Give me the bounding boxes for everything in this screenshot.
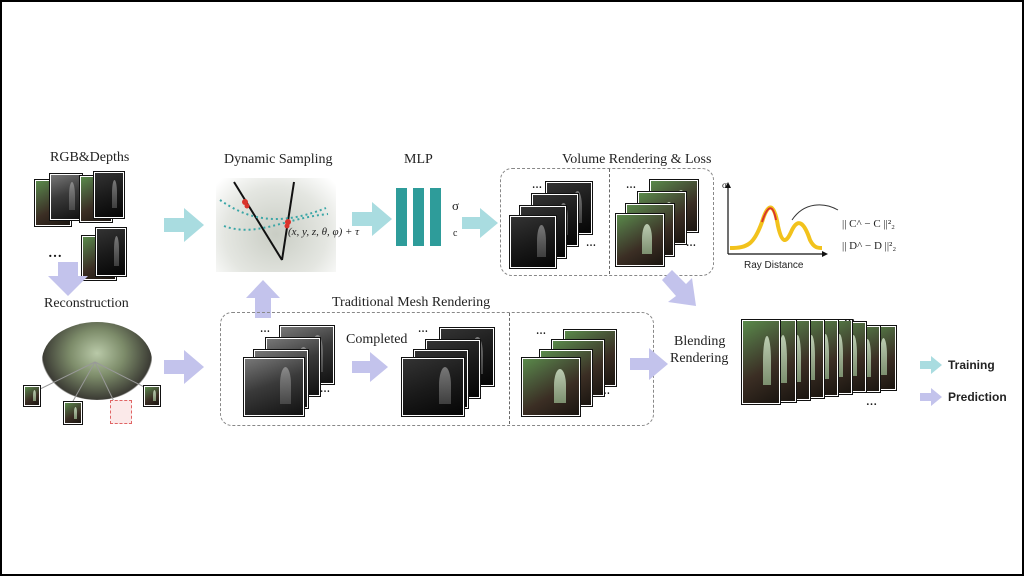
completed-label: Completed: [346, 332, 408, 347]
depth-loss: || D^ − D ||²₂: [842, 240, 897, 252]
volume-box-divider: [609, 169, 610, 274]
ray-distance-label: Ray Distance: [744, 260, 804, 271]
ellipsis: …: [626, 180, 637, 191]
prediction-arrow-right: [164, 350, 204, 384]
ellipsis: …: [686, 238, 697, 249]
camera-thumb: [24, 386, 40, 406]
training-arrow-right: [164, 208, 204, 242]
output-frame: [742, 320, 780, 404]
depth-frame: [94, 172, 124, 218]
ellipsis: …: [418, 324, 429, 335]
depth-frame: [50, 174, 82, 220]
rgb-frame: [522, 358, 580, 416]
legend-prediction-arrow: [920, 388, 942, 406]
training-arrow-right: [352, 202, 392, 236]
novel-view-thumb: [110, 400, 132, 424]
ellipsis-left: …: [48, 246, 63, 261]
loss-connector: [791, 204, 839, 221]
density-plot: [725, 182, 828, 257]
blending-label: Blending: [674, 334, 726, 349]
reconstruction-label: Reconstruction: [44, 296, 129, 311]
camera-rays: [29, 361, 159, 415]
plot-sigma-label: σ: [722, 180, 727, 190]
legend-training-label: Training: [948, 358, 995, 372]
rgb-depths-label: RGB&Depths: [50, 150, 130, 165]
ellipsis: …: [844, 312, 856, 324]
legend-prediction-label: Prediction: [948, 390, 1007, 404]
training-arrow-right: [462, 208, 498, 238]
camera-thumb: [144, 386, 160, 406]
prediction-arrow-right: [352, 352, 388, 382]
camera-thumb: [64, 402, 82, 424]
sigma-output: σ: [452, 198, 460, 213]
mlp-layer: [396, 188, 407, 246]
ellipsis: …: [532, 180, 543, 191]
prediction-arrow-down: [48, 262, 88, 296]
rendering-label: Rendering: [670, 351, 729, 366]
mlp-layer: [430, 188, 441, 246]
ellipsis: …: [600, 386, 611, 397]
legend-training-arrow: [920, 356, 942, 374]
sampling-scene: [216, 178, 336, 272]
ellipsis: …: [320, 384, 331, 395]
volume-rendering-box: [500, 168, 714, 276]
point-cloud: [42, 322, 152, 400]
mlp-label: MLP: [404, 152, 433, 167]
ellipsis: …: [866, 396, 878, 408]
sample-formula: (x, y, z, θ, φ) + τ: [288, 226, 360, 238]
dynamic-sampling-label: Dynamic Sampling: [224, 152, 333, 167]
color-loss: || C^ − C ||²₂: [842, 218, 895, 230]
ellipsis: …: [536, 326, 547, 337]
prediction-arrow-right: [630, 348, 668, 380]
depth-frame: [510, 216, 556, 268]
rgb-frame: [616, 214, 664, 266]
volume-rendering-loss-label: Volume Rendering & Loss: [562, 152, 712, 167]
traditional-mesh-rendering-label: Traditional Mesh Rendering: [332, 295, 491, 310]
depth-frame: [96, 228, 126, 276]
mesh-box-divider: [509, 313, 510, 424]
ellipsis: …: [260, 324, 271, 335]
ellipsis: …: [586, 238, 597, 249]
completed-frame: [402, 358, 464, 416]
prediction-arrow-diagonal: [662, 270, 696, 306]
sampling-rays: [219, 181, 329, 261]
mesh-frame: [244, 358, 304, 416]
mlp-layer: [413, 188, 424, 246]
prediction-arrow-up: [246, 280, 280, 318]
color-output: c: [453, 228, 458, 239]
